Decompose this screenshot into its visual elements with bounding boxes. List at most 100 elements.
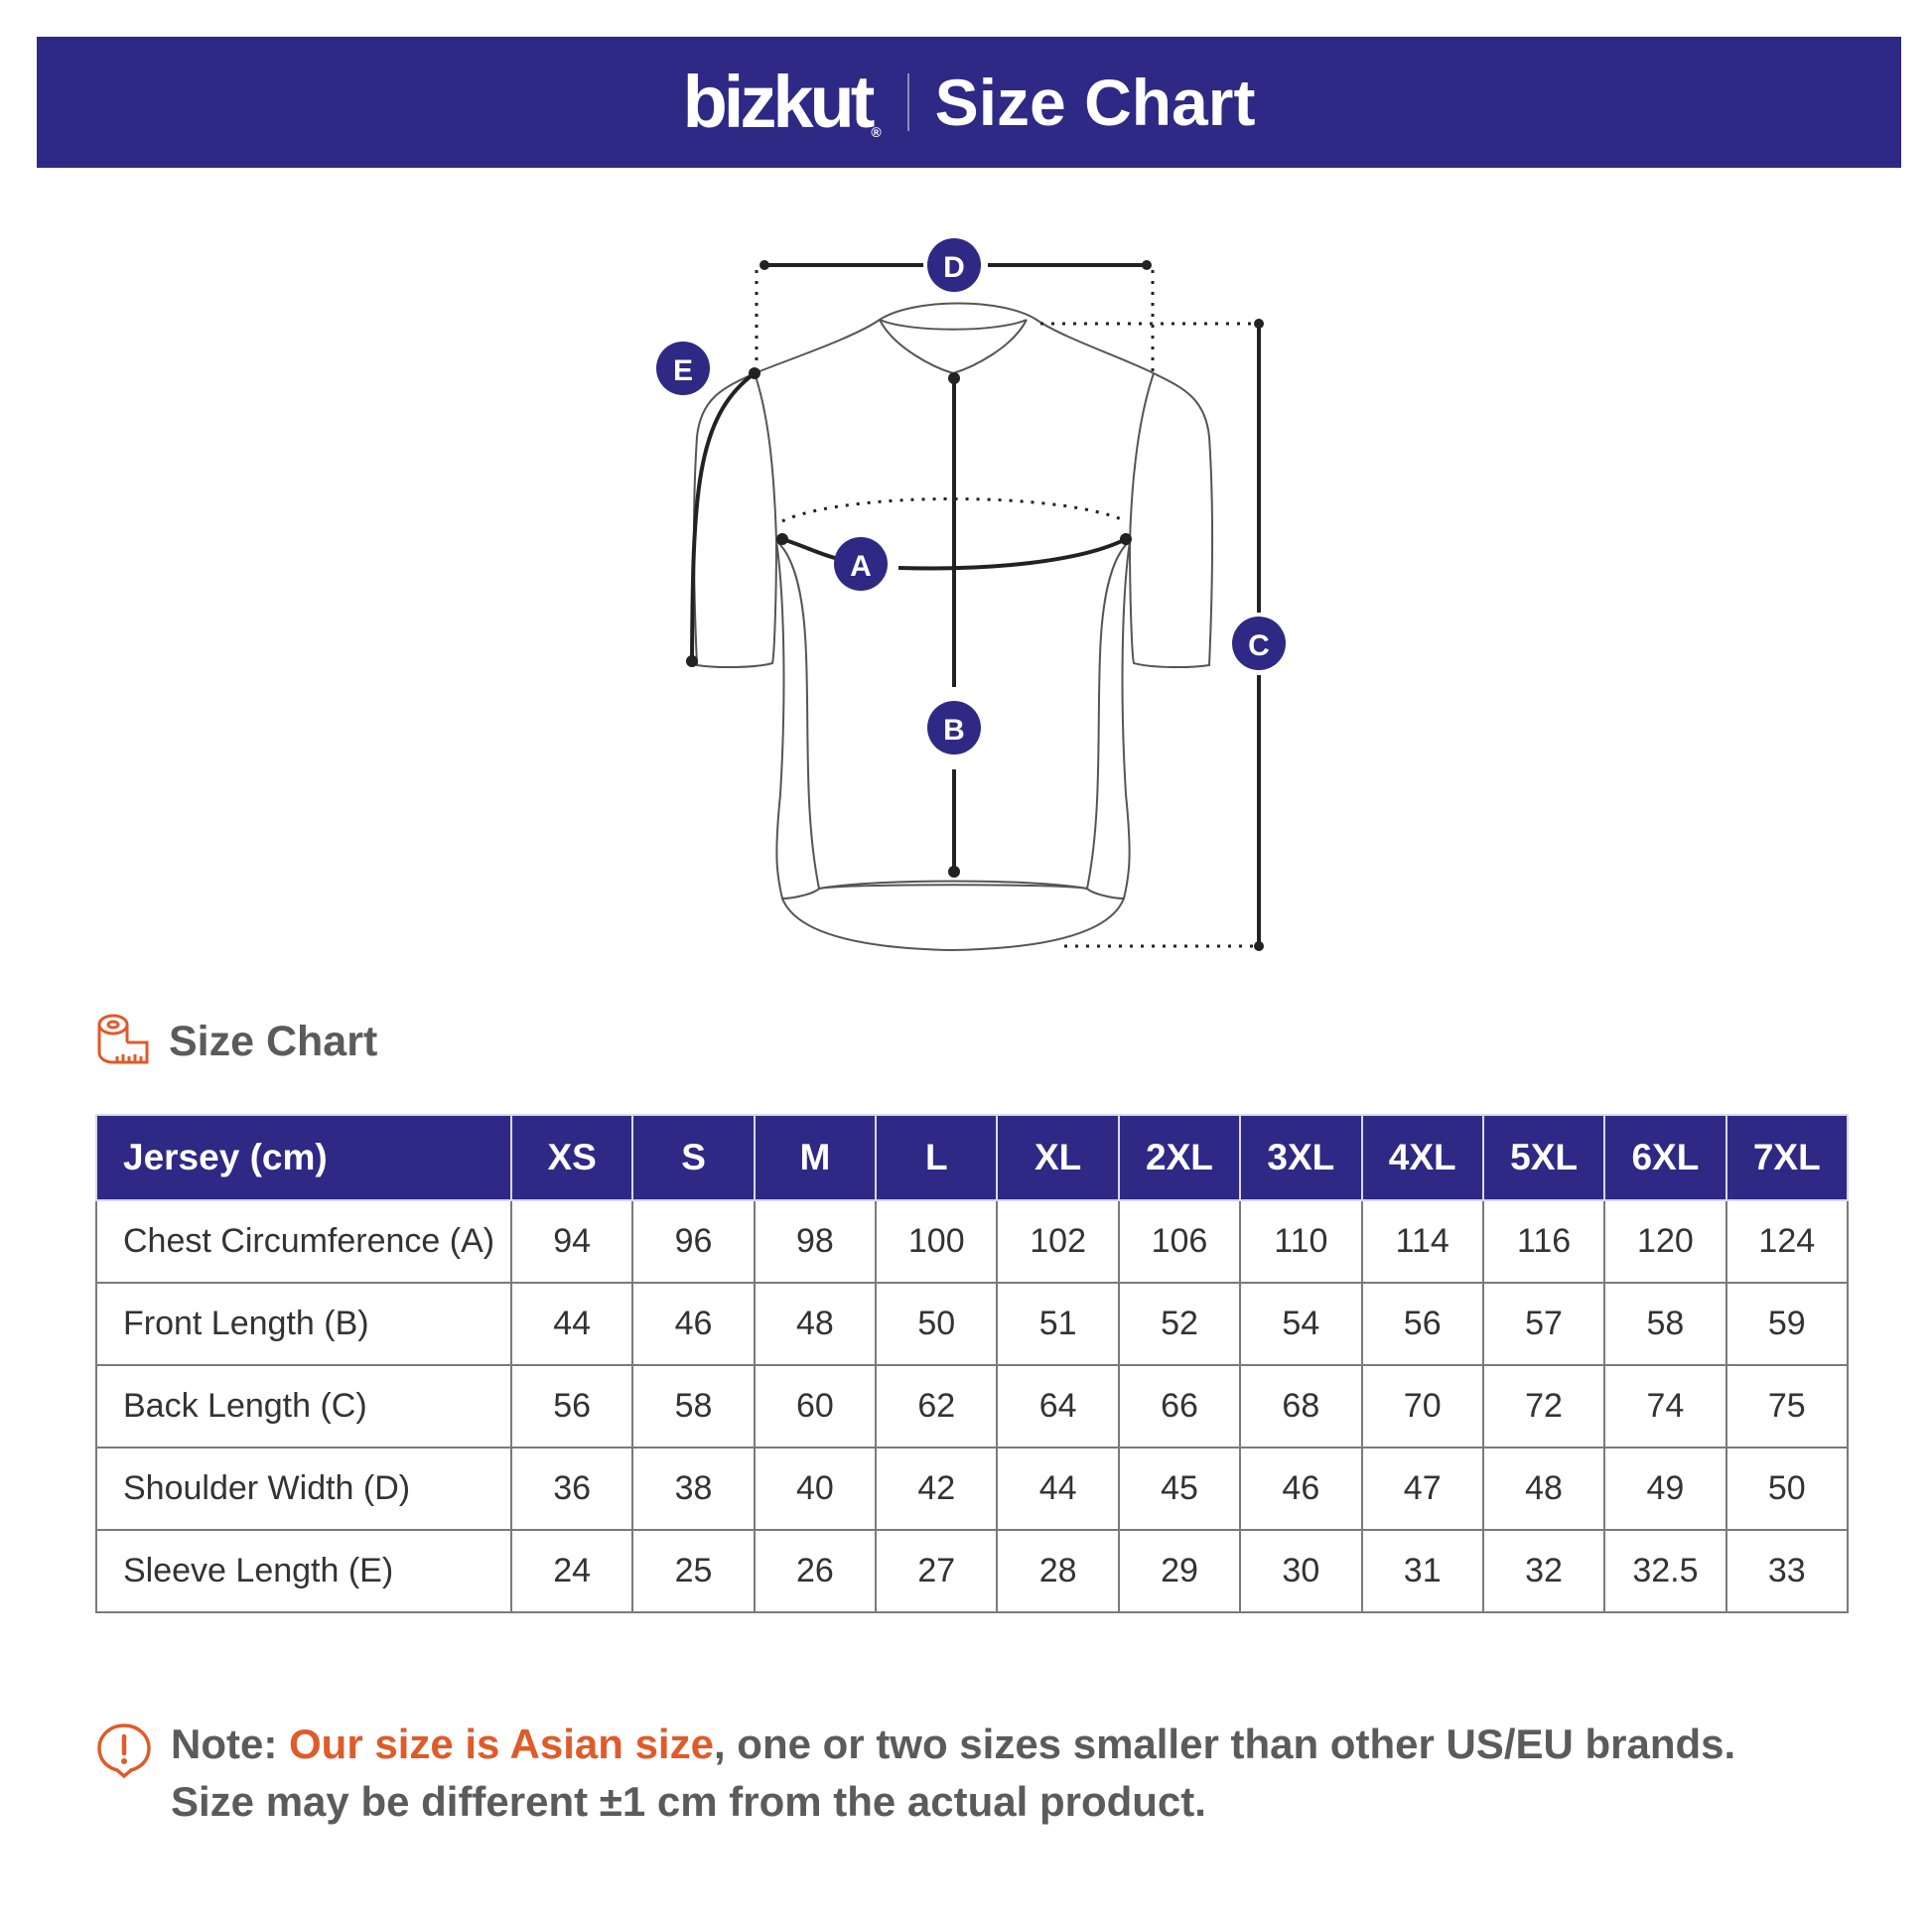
table-cell: 72 bbox=[1481, 1364, 1606, 1449]
table-cell: 31 bbox=[1360, 1529, 1484, 1613]
table-cell: 32.5 bbox=[1603, 1529, 1727, 1613]
table-cell: 44 bbox=[996, 1447, 1120, 1531]
table-cell: 33 bbox=[1725, 1529, 1850, 1613]
sleeve-length-marker: E bbox=[656, 342, 760, 667]
table-cell: 48 bbox=[753, 1282, 878, 1366]
table-cell: 68 bbox=[1239, 1364, 1363, 1449]
note-block: Note: Our size is Asian size, one or two… bbox=[95, 1716, 1735, 1831]
size-table: Jersey (cm) XS S M L XL 2XL 3XL 4XL 5XL … bbox=[95, 1114, 1850, 1613]
column-header-jersey: Jersey (cm) bbox=[95, 1114, 512, 1201]
column-header-size: L bbox=[875, 1114, 999, 1201]
table-cell: 66 bbox=[1117, 1364, 1242, 1449]
table-cell: 50 bbox=[875, 1282, 999, 1366]
svg-text:A: A bbox=[850, 550, 872, 583]
table-cell: 100 bbox=[875, 1199, 999, 1284]
table-cell: 98 bbox=[753, 1199, 878, 1284]
table-cell: 57 bbox=[1481, 1282, 1606, 1366]
table-cell: 46 bbox=[1239, 1447, 1363, 1531]
column-header-size: 2XL bbox=[1117, 1114, 1242, 1201]
column-header-size: S bbox=[631, 1114, 756, 1201]
column-header-size: M bbox=[753, 1114, 878, 1201]
front-length-marker: B bbox=[927, 372, 981, 878]
table-cell: 51 bbox=[996, 1282, 1120, 1366]
table-cell: 40 bbox=[753, 1447, 878, 1531]
column-header-size: 7XL bbox=[1725, 1114, 1850, 1201]
table-cell: 50 bbox=[1725, 1447, 1850, 1531]
svg-text:B: B bbox=[943, 714, 965, 747]
svg-text:D: D bbox=[943, 251, 965, 284]
table-cell: 75 bbox=[1725, 1364, 1850, 1449]
table-row: Chest Circumference (A) 94 96 98 100 102… bbox=[95, 1199, 1850, 1284]
table-cell: 56 bbox=[509, 1364, 634, 1449]
table-cell: 52 bbox=[1117, 1282, 1242, 1366]
svg-text:E: E bbox=[673, 354, 693, 387]
table-header-row: Jersey (cm) XS S M L XL 2XL 3XL 4XL 5XL … bbox=[95, 1114, 1850, 1201]
column-header-size: 4XL bbox=[1360, 1114, 1484, 1201]
row-label: Front Length (B) bbox=[95, 1282, 512, 1366]
column-header-size: 3XL bbox=[1239, 1114, 1363, 1201]
table-cell: 116 bbox=[1481, 1199, 1606, 1284]
note-prefix: Note: bbox=[171, 1721, 289, 1767]
table-cell: 102 bbox=[996, 1199, 1120, 1284]
table-cell: 27 bbox=[875, 1529, 999, 1613]
svg-text:C: C bbox=[1248, 629, 1270, 662]
table-cell: 29 bbox=[1117, 1529, 1242, 1613]
note-line-2: Size may be different ±1 cm from the act… bbox=[171, 1778, 1206, 1825]
table-cell: 25 bbox=[631, 1529, 756, 1613]
note-line-1: Note: Our size is Asian size, one or two… bbox=[171, 1716, 1735, 1773]
table-cell: 64 bbox=[996, 1364, 1120, 1449]
column-header-size: XS bbox=[509, 1114, 634, 1201]
table-cell: 56 bbox=[1360, 1282, 1484, 1366]
table-cell: 49 bbox=[1603, 1447, 1727, 1531]
column-header-size: XL bbox=[996, 1114, 1120, 1201]
table-cell: 74 bbox=[1603, 1364, 1727, 1449]
jersey-diagram: D C B A E bbox=[656, 238, 1286, 952]
header-banner: bizkut® Size Chart bbox=[37, 37, 1901, 168]
column-header-size: 5XL bbox=[1481, 1114, 1606, 1201]
back-length-marker: C bbox=[1040, 319, 1286, 951]
section-title: Size Chart bbox=[169, 1017, 378, 1065]
table-cell: 110 bbox=[1239, 1199, 1363, 1284]
table-cell: 42 bbox=[875, 1447, 999, 1531]
table-cell: 46 bbox=[631, 1282, 756, 1366]
table-cell: 124 bbox=[1725, 1199, 1850, 1284]
table-row: Shoulder Width (D) 36 38 40 42 44 45 46 … bbox=[95, 1447, 1850, 1531]
note-text: Note: Our size is Asian size, one or two… bbox=[171, 1716, 1735, 1831]
table-cell: 60 bbox=[753, 1364, 878, 1449]
brand-logo: bizkut® bbox=[682, 61, 882, 143]
table-cell: 24 bbox=[509, 1529, 634, 1613]
note-line-1-rest: , one or two sizes smaller than other US… bbox=[713, 1721, 1736, 1767]
table-cell: 94 bbox=[509, 1199, 634, 1284]
table-cell: 106 bbox=[1117, 1199, 1242, 1284]
table-cell: 30 bbox=[1239, 1529, 1363, 1613]
table-cell: 58 bbox=[1603, 1282, 1727, 1366]
table-cell: 38 bbox=[631, 1447, 756, 1531]
table-cell: 58 bbox=[631, 1364, 756, 1449]
table-cell: 45 bbox=[1117, 1447, 1242, 1531]
section-header: Size Chart bbox=[95, 1013, 377, 1070]
column-header-size: 6XL bbox=[1603, 1114, 1727, 1201]
header-title: Size Chart bbox=[934, 66, 1256, 139]
table-cell: 70 bbox=[1360, 1364, 1484, 1449]
table-cell: 28 bbox=[996, 1529, 1120, 1613]
table-cell: 32 bbox=[1481, 1529, 1606, 1613]
alert-icon bbox=[97, 1724, 151, 1779]
table-cell: 54 bbox=[1239, 1282, 1363, 1366]
table-cell: 44 bbox=[509, 1282, 634, 1366]
chest-circumference-marker: A bbox=[776, 497, 1132, 591]
table-cell: 47 bbox=[1360, 1447, 1484, 1531]
table-cell: 96 bbox=[631, 1199, 756, 1284]
measuring-tape-icon bbox=[97, 1014, 149, 1064]
table-cell: 62 bbox=[875, 1364, 999, 1449]
table-cell: 48 bbox=[1481, 1447, 1606, 1531]
header-divider bbox=[906, 73, 909, 131]
row-label: Sleeve Length (E) bbox=[95, 1529, 512, 1613]
table-cell: 120 bbox=[1603, 1199, 1727, 1284]
row-label: Back Length (C) bbox=[95, 1364, 512, 1449]
note-highlight: Our size is Asian size bbox=[289, 1721, 714, 1767]
table-cell: 36 bbox=[509, 1447, 634, 1531]
shoulder-width-marker: D bbox=[755, 238, 1155, 373]
table-row: Front Length (B) 44 46 48 50 51 52 54 56… bbox=[95, 1282, 1850, 1366]
table-cell: 59 bbox=[1725, 1282, 1850, 1366]
row-label: Chest Circumference (A) bbox=[95, 1199, 512, 1284]
